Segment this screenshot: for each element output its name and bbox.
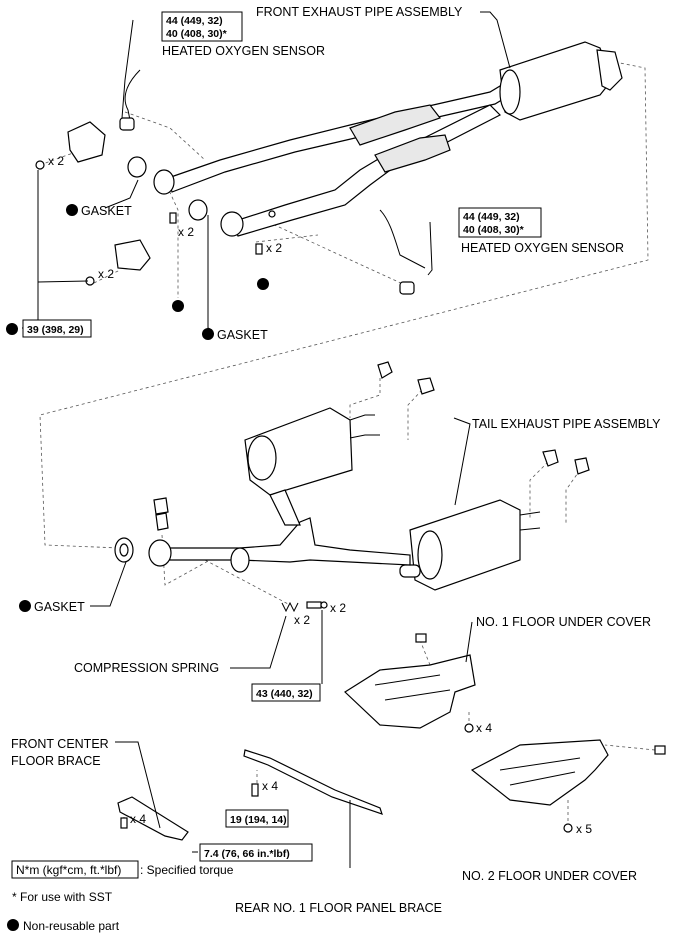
legend-nonreusable: Non-reusable part [23, 919, 120, 933]
legend-sst: * For use with SST [12, 890, 113, 904]
label-rear-floor-panel-brace: REAR NO. 1 FLOOR PANEL BRACE [235, 901, 442, 915]
torque-spec-6: 7.4 (76, 66 in.*lbf) [199, 843, 313, 862]
heated-oxygen-sensor-2 [379, 209, 426, 295]
qty-7: x 4 [476, 721, 492, 735]
torque-spec-3: 39 (398, 29) [22, 319, 92, 338]
label-front-center-line-2: FLOOR BRACE [11, 754, 101, 768]
torque-1-line-a: 44 (449, 32) [166, 15, 223, 27]
legend-unit-text: : Specified torque [140, 863, 234, 877]
torque-4: 43 (440, 32) [256, 688, 313, 700]
label-front-exhaust-pipe: FRONT EXHAUST PIPE ASSEMBLY [256, 5, 463, 19]
torque-spec-2: 44 (449, 32) 40 (408, 30)* [458, 207, 542, 238]
qty-9: x 4 [130, 812, 146, 826]
label-heated-oxygen-sensor-2: HEATED OXYGEN SENSOR [461, 241, 624, 255]
torque-spec-1: 44 (449, 32) 40 (408, 30)* [161, 11, 243, 42]
tail-exhaust-pipe-assembly [148, 407, 541, 591]
legend-unit-box: N*m (kgf*cm, ft.*lbf) [16, 863, 121, 877]
torque-spec-4: 43 (440, 32) [251, 683, 321, 702]
legend: N*m (kgf*cm, ft.*lbf) : Specified torque… [11, 860, 234, 933]
torque-spec-5: 19 (194, 14) [225, 809, 289, 828]
label-gasket-1: GASKET [81, 204, 132, 218]
torque-3: 39 (398, 29) [27, 324, 84, 336]
torque-5: 19 (194, 14) [230, 814, 287, 826]
label-gasket-2: GASKET [217, 328, 268, 342]
qty-2: x 2 [98, 267, 114, 281]
rear-no1-floor-panel-brace [243, 749, 383, 815]
label-compression-spring: COMPRESSION SPRING [74, 661, 219, 675]
qty-8: x 4 [262, 779, 278, 793]
label-heated-oxygen-sensor-1: HEATED OXYGEN SENSOR [162, 44, 325, 58]
qty-4: x 2 [266, 241, 282, 255]
qty-1: x 2 [48, 154, 64, 168]
no1-floor-under-cover [344, 633, 476, 733]
label-tail-exhaust-pipe: TAIL EXHAUST PIPE ASSEMBLY [472, 417, 661, 431]
nonreusable-markers [6, 204, 269, 931]
heated-oxygen-sensor-1 [119, 69, 141, 131]
no2-floor-under-cover [470, 739, 666, 833]
torque-2-line-b: 40 (408, 30)* [463, 224, 525, 236]
rear-gasket-and-spring [114, 537, 328, 613]
qty-10: x 5 [576, 822, 592, 836]
label-no1-floor-under-cover: NO. 1 FLOOR UNDER COVER [476, 615, 651, 629]
qty-5: x 2 [294, 613, 310, 627]
torque-6: 7.4 (76, 66 in.*lbf) [204, 848, 290, 860]
exhaust-manifold-ends [67, 121, 208, 271]
label-no2-floor-under-cover: NO. 2 FLOOR UNDER COVER [462, 869, 637, 883]
front-exhaust-pipe-assembly [153, 41, 623, 237]
bolts-front [35, 160, 263, 286]
qty-6: x 2 [330, 601, 346, 615]
label-front-center-line-1: FRONT CENTER [11, 737, 109, 751]
qty-3: x 2 [178, 225, 194, 239]
label-gasket-3: GASKET [34, 600, 85, 614]
torque-2-line-a: 44 (449, 32) [463, 211, 520, 223]
front-center-floor-brace [117, 796, 189, 841]
hangers [153, 361, 590, 531]
torque-1-line-b: 40 (408, 30)* [166, 28, 228, 40]
